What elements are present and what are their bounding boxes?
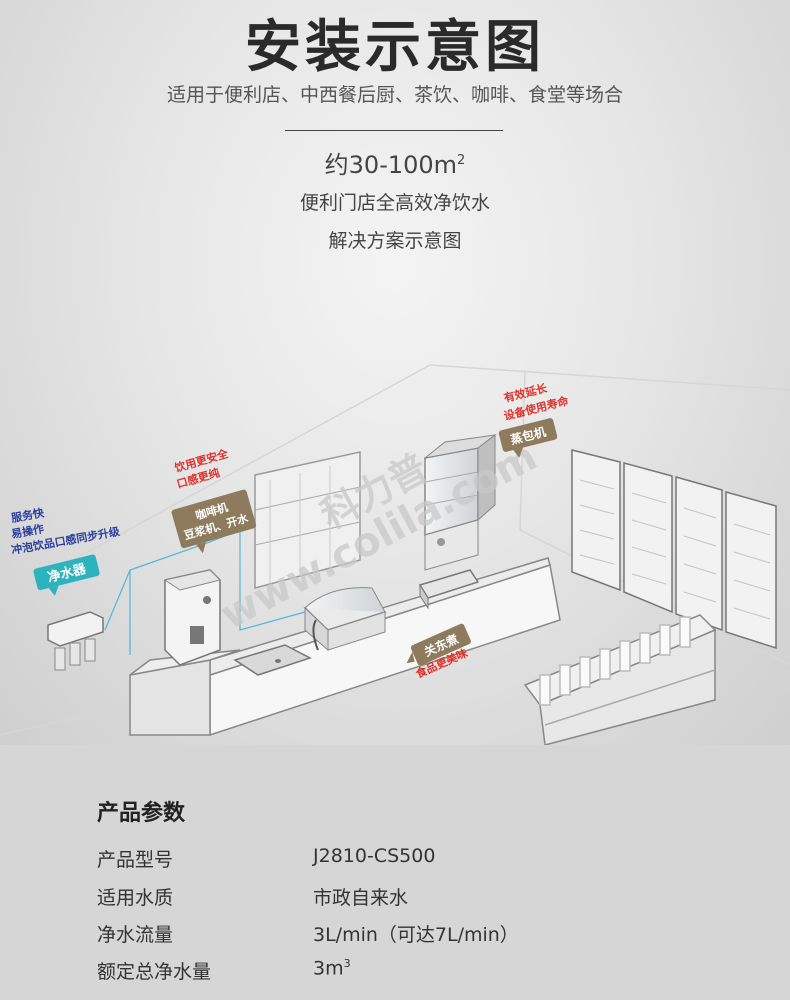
coffee-machine	[163, 569, 221, 666]
steamer-cabinet	[424, 433, 497, 571]
steamer-tag: 蒸包机	[498, 418, 558, 458]
coffee-tag: 咖啡机 豆浆机、开水	[171, 489, 257, 554]
sink	[233, 644, 312, 676]
svg-text:易操作: 易操作	[10, 521, 45, 541]
description-line-1: 便利门店全高效净饮水	[299, 192, 490, 214]
param-row: 额定总净水量 3m3	[0, 957, 790, 991]
steamer-note: 有效延长 设备使用寿命	[502, 380, 570, 422]
svg-text:服务快: 服务快	[10, 505, 46, 525]
installation-diagram-section: 安装示意图 适用于便利店、中西餐后厨、茶饮、咖啡、食堂等场合 约30-100m2…	[0, 0, 790, 745]
subtitle: 适用于便利店、中西餐后厨、茶饮、咖啡、食堂等场合	[166, 84, 623, 106]
param-key: 产品型号	[97, 849, 174, 871]
area-text: 约30-100m	[324, 151, 458, 179]
description-line-2: 解决方案示意图	[328, 230, 462, 252]
refrigerators	[571, 449, 777, 650]
page-title: 安装示意图	[245, 15, 545, 80]
purifier-note: 服务快 易操作 冲泡饮品口感同步升级	[10, 505, 122, 557]
store-illustration: www.colila.com 科力普 服务快 易操作 冲泡饮品口感同步升级 净水…	[0, 364, 790, 745]
display-gondola	[523, 614, 717, 745]
coffee-note: 饮用更安全 口感更纯	[172, 446, 231, 491]
area-sup: 2	[457, 153, 466, 168]
param-key: 净水流量	[97, 924, 174, 946]
water-purifier	[47, 611, 104, 671]
param-value: J2810-CS500	[313, 845, 436, 867]
cash-register	[418, 569, 480, 610]
purifier-tag: 净水器	[33, 554, 100, 596]
area-range: 约30-100m2	[0, 145, 790, 180]
param-row: 净水流量 3L/min（可达7L/min）	[0, 920, 790, 954]
param-key: 额定总净水量	[97, 961, 212, 983]
param-value-sup: 3	[343, 957, 351, 970]
params-title: 产品参数	[97, 801, 186, 826]
param-key: 适用水质	[97, 887, 174, 909]
param-row: 产品型号 J2810-CS500	[0, 845, 790, 879]
oden-cooker	[303, 587, 387, 652]
wall-shelf	[254, 451, 361, 589]
param-value: 市政自来水	[313, 887, 409, 909]
product-params-section: 产品参数 产品型号 J2810-CS500 适用水质 市政自来水 净水流量 3L…	[0, 745, 790, 1000]
param-row: 适用水质 市政自来水	[0, 883, 790, 917]
param-value-text: 3m	[313, 957, 344, 980]
param-value: 3m3	[313, 957, 351, 979]
param-value: 3L/min（可达7L/min）	[313, 924, 519, 946]
divider	[285, 130, 503, 131]
